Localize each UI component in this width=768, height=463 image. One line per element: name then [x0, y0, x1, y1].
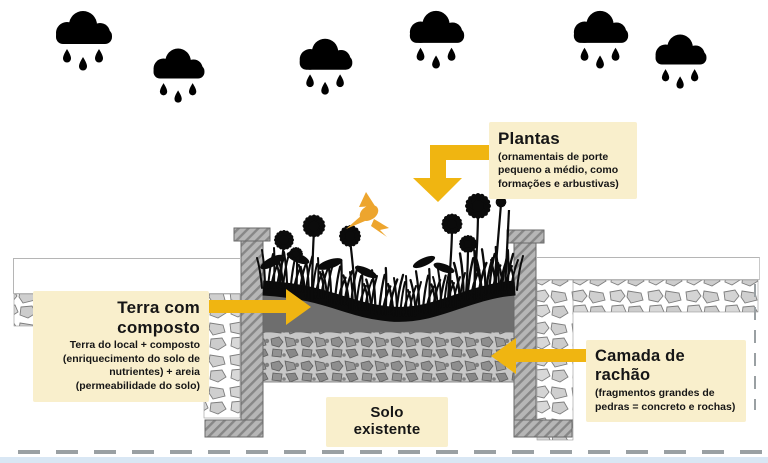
- ground-dashed-line: [18, 450, 768, 454]
- gravel-layer: [262, 331, 516, 383]
- label-camada-de-rachao: Camada de rachão (fragmentos grandes de …: [586, 340, 746, 423]
- right-arrow-icon: [208, 289, 311, 325]
- hummingbird-icon: [346, 192, 389, 237]
- sidewalk-right: [537, 257, 760, 280]
- down-elbow-arrow-icon: [413, 145, 489, 202]
- label-terra-title: Terra com composto: [117, 298, 200, 337]
- label-terra-com-composto: Terra com composto Terra do local + comp…: [33, 291, 209, 402]
- label-plantas-description: (ornamentais de porte pequeno a médio, c…: [498, 150, 619, 190]
- label-solo-existente: Solo existente: [326, 397, 448, 447]
- label-plantas: Plantas (ornamentais de porte pequeno a …: [489, 122, 637, 200]
- right-boundary-dashed-line: [754, 284, 756, 410]
- sidewalk-left: [13, 258, 240, 294]
- label-solo-title: Solo existente: [353, 404, 421, 439]
- left-arrow-icon: [491, 338, 586, 374]
- label-camada-title: Camada de rachão: [595, 347, 685, 384]
- label-terra-description: Terra do local + composto (enriqueciment…: [62, 339, 200, 393]
- label-camada-description: (fragmentos grandes de pedras = concreto…: [595, 386, 736, 413]
- label-plantas-title: Plantas: [498, 129, 560, 148]
- bottom-edge-strip: [0, 457, 768, 463]
